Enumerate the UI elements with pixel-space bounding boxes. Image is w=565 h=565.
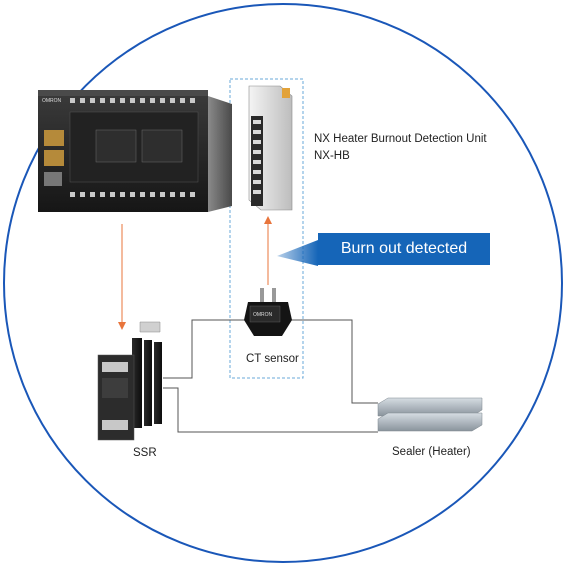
ct-sensor-device xyxy=(244,288,292,336)
ssr-device xyxy=(97,321,162,441)
sealer-heater-device xyxy=(377,397,483,432)
wiring xyxy=(163,319,378,433)
unit-name-label: NX Heater Burnout Detection Unit xyxy=(314,133,487,145)
ssr-label: SSR xyxy=(133,447,157,459)
detection-unit-dashed-box xyxy=(229,78,304,379)
ct-badge: OMRON xyxy=(253,312,273,318)
plc-to-ssr-arrow xyxy=(118,224,126,330)
ct-to-unit-arrow xyxy=(264,216,272,285)
plc-badge: OMRON xyxy=(42,98,62,104)
nx-hb-unit xyxy=(248,85,293,211)
plc-controller xyxy=(38,90,232,212)
ct-sensor-label: CT sensor xyxy=(246,353,299,365)
burnout-callout: Burn out detected xyxy=(318,233,490,265)
unit-model-label: NX-HB xyxy=(314,150,350,162)
sealer-label: Sealer (Heater) xyxy=(392,446,471,458)
callout-pointer xyxy=(277,240,318,266)
boundary-circle xyxy=(3,3,563,563)
